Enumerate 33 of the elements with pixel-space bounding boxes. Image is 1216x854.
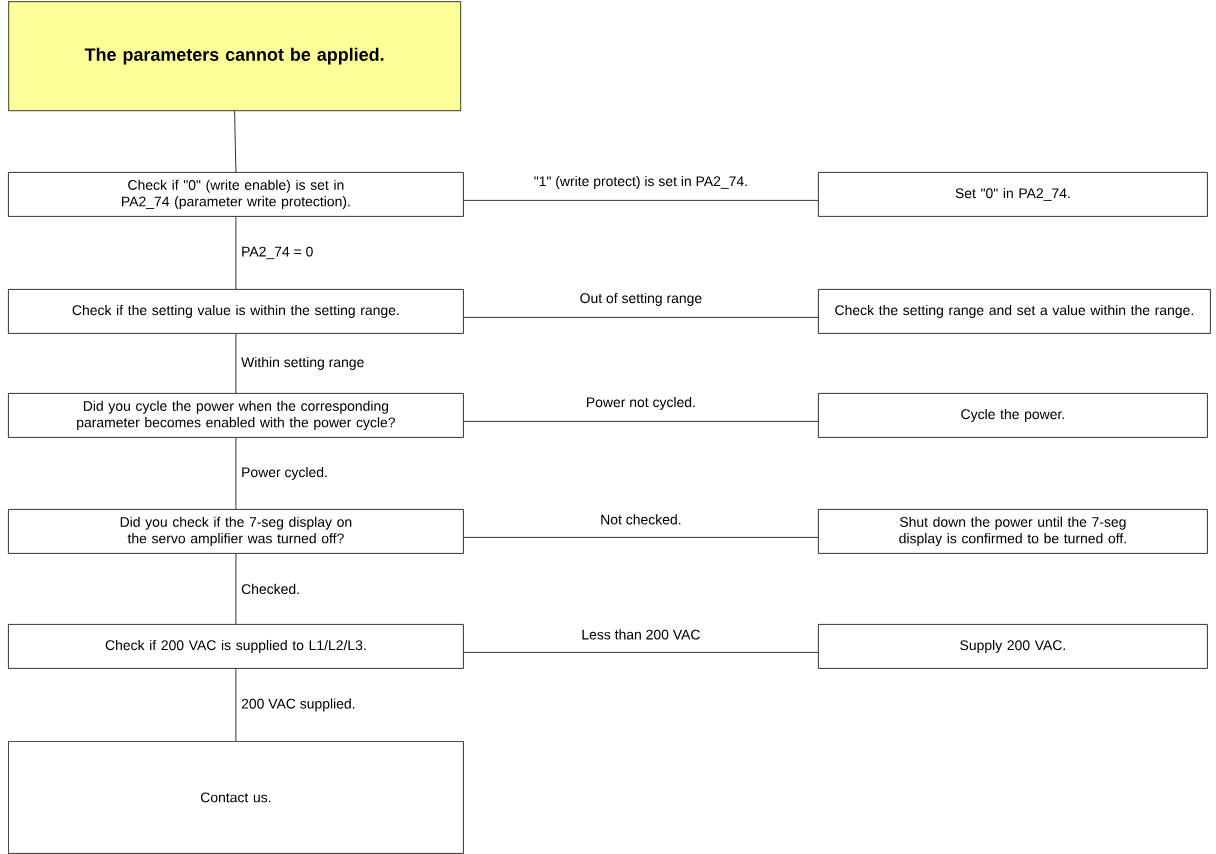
edge-label: Not checked. (601, 514, 681, 525)
process-box: Cycle the power. (818, 393, 1208, 438)
process-box: Supply 200 VAC. (818, 624, 1208, 669)
connector-line (463, 421, 819, 422)
process-box: Set "0" in PA2_74. (818, 172, 1208, 217)
connector-line (463, 652, 819, 653)
process-box: Check if the setting value is within the setting range. (8, 289, 464, 334)
process-box: Check if 200 VAC is supplied to L1/L2/L3. (8, 624, 464, 669)
process-box: Did you check if the 7-seg display on the servo amplifier was turned off? (8, 509, 464, 554)
edge-label: Checked. (241, 583, 299, 594)
connector-line (463, 200, 819, 201)
edge-label: Power cycled. (242, 466, 327, 480)
connector-line (463, 537, 819, 538)
connector-line (235, 437, 237, 510)
process-box: Check if "0" (write enable) is set in PA2_74 (parameter write protection). (8, 172, 464, 217)
edge-label: Within setting range (241, 356, 364, 370)
connector-line (463, 317, 819, 318)
process-box: Contact us. (8, 741, 464, 854)
edge-label: PA2_74 = 0 (242, 246, 313, 260)
process-box: Check the setting range and set a value within the range. (818, 289, 1211, 334)
process-box: Did you cycle the power when the corresponding parameter becomes enabled with the power cycle? (8, 393, 464, 438)
edge-label: Out of setting range (580, 292, 702, 306)
title-box: The parameters cannot be applied. (8, 1, 462, 112)
connector-line (235, 668, 237, 742)
connector-line (235, 216, 237, 290)
edge-label: Power not cycled. (587, 396, 695, 410)
connector-line (234, 110, 237, 173)
connector-line (235, 333, 237, 394)
edge-label: 200 VAC supplied. (241, 698, 355, 712)
process-box: Shut down the power until the 7-seg display is confirmed to be turned off. (818, 509, 1208, 554)
edge-label: "1" (write protect) is set in PA2_74. (534, 175, 747, 189)
edge-label: Less than 200 VAC (582, 629, 700, 640)
connector-line (235, 553, 237, 625)
